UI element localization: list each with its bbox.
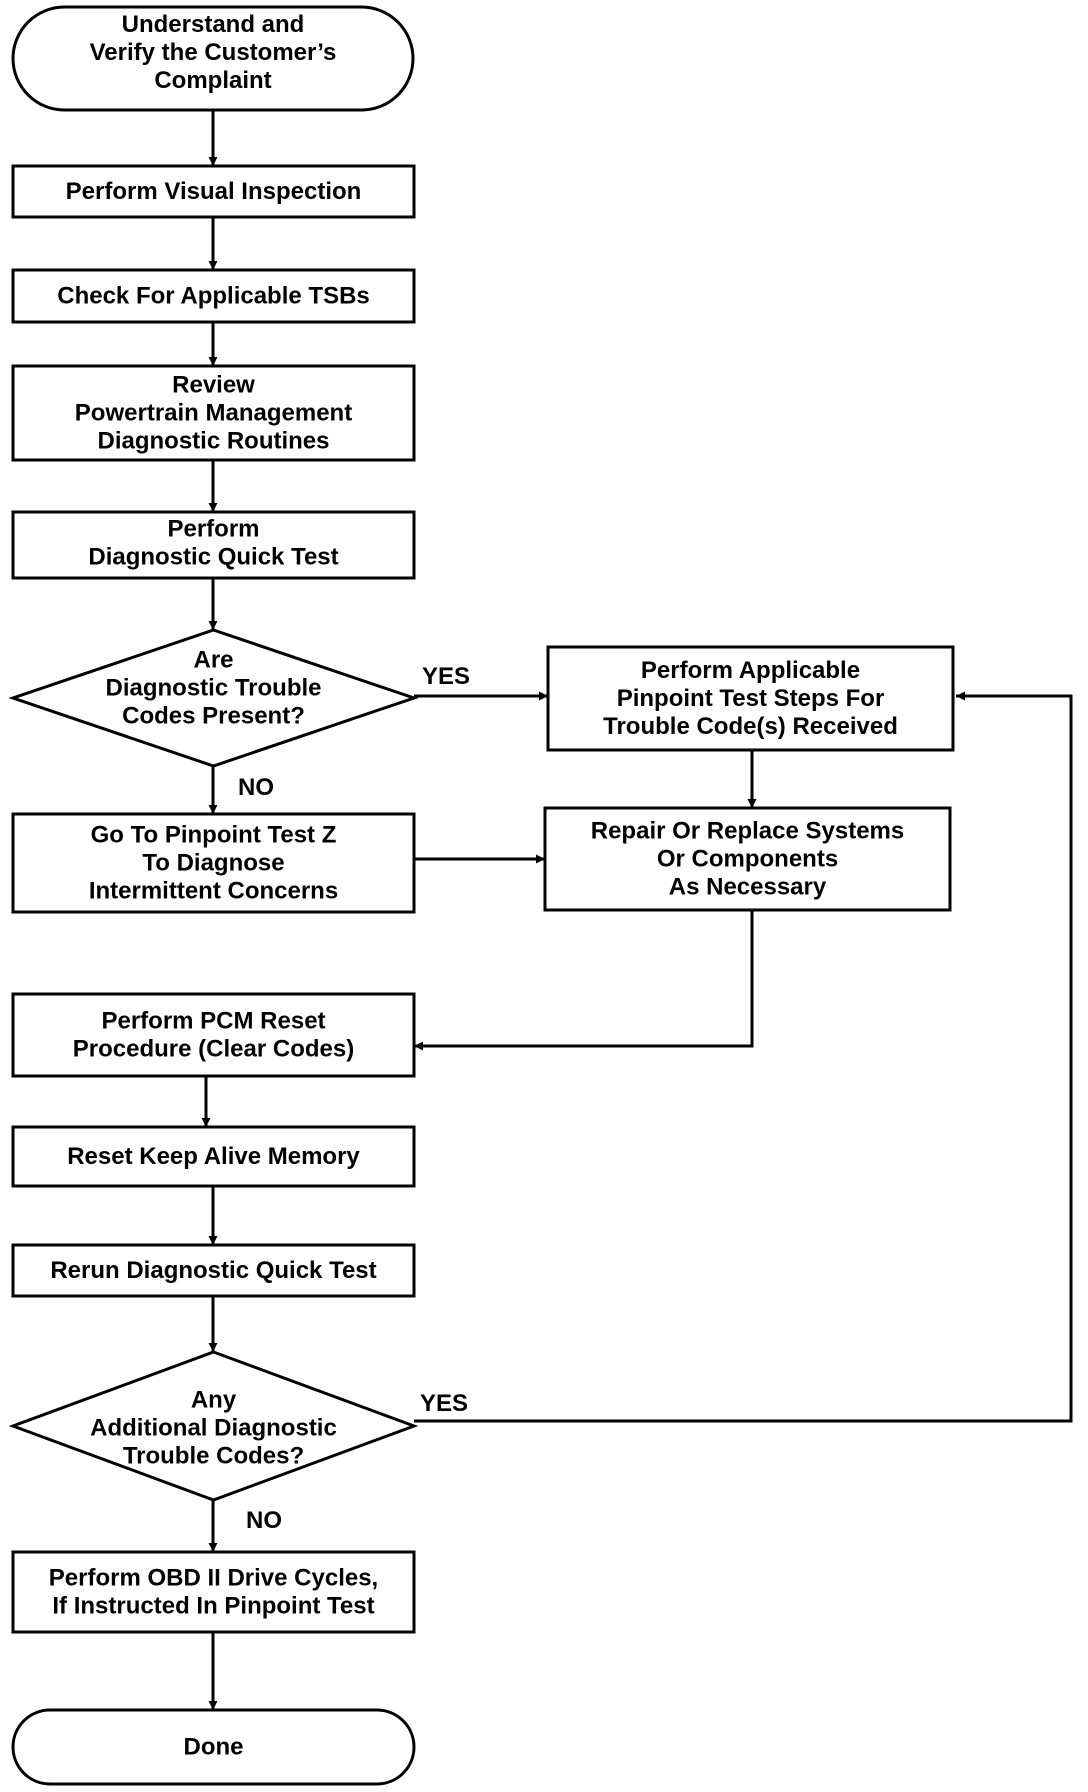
label-additional-yes: YES bbox=[420, 1390, 468, 1417]
done-terminal-shape bbox=[11, 1708, 416, 1786]
pinpoint-label-line: Pinpoint Test Steps For bbox=[617, 685, 885, 712]
quicktest-label-line: Diagnostic Quick Test bbox=[88, 544, 338, 571]
testz-process-shape bbox=[11, 812, 416, 914]
repair-label-line: Or Components bbox=[657, 846, 838, 873]
review-label-line: Diagnostic Routines bbox=[97, 428, 329, 455]
start-label-line: Understand and bbox=[122, 11, 305, 38]
rerun-label-line: Rerun Diagnostic Quick Test bbox=[50, 1257, 376, 1284]
connector-layer bbox=[201, 110, 1073, 1710]
additional-label-line: Additional Diagnostic bbox=[90, 1415, 337, 1442]
rerun-process-shape bbox=[11, 1243, 416, 1298]
arrow-additional-yes-to-pinpoint bbox=[414, 691, 1073, 1423]
testz-label-line: Go To Pinpoint Test Z bbox=[91, 822, 337, 849]
obd-process-shape bbox=[11, 1550, 416, 1634]
quicktest-process-shape bbox=[11, 510, 416, 580]
review-process-shape bbox=[11, 364, 416, 462]
pinpoint-label-line: Perform Applicable bbox=[641, 657, 860, 684]
repair-label-line: Repair Or Replace Systems bbox=[591, 818, 905, 845]
edge-label-layer: YES NO YES NO bbox=[238, 663, 470, 1534]
dtc-label-line: Diagnostic Trouble bbox=[105, 675, 321, 702]
visual-label-line: Perform Visual Inspection bbox=[66, 178, 362, 205]
quicktest-label-line: Perform bbox=[167, 516, 259, 543]
pinpoint-label-line: Trouble Code(s) Received bbox=[603, 713, 898, 740]
repair-label-line: As Necessary bbox=[669, 874, 827, 901]
dtc-label-line: Are bbox=[193, 647, 233, 674]
kam-label-line: Reset Keep Alive Memory bbox=[67, 1143, 360, 1170]
label-additional-no: NO bbox=[246, 1507, 282, 1534]
label-dtc-no: NO bbox=[238, 774, 274, 801]
node-done: Done bbox=[11, 1708, 416, 1786]
start-label-line: Verify the Customer’s bbox=[90, 39, 337, 66]
pcmreset-process-shape bbox=[11, 992, 416, 1078]
review-label-line: Powertrain Management bbox=[75, 400, 352, 427]
pcmreset-label-line: Perform PCM Reset bbox=[101, 1008, 325, 1035]
node-visual: Perform Visual Inspection bbox=[11, 164, 416, 219]
pinpoint-process-shape bbox=[546, 645, 955, 752]
node-obd: Perform OBD II Drive Cycles,If Instructe… bbox=[11, 1550, 416, 1634]
node-kam: Reset Keep Alive Memory bbox=[11, 1125, 416, 1188]
start-terminal-shape bbox=[11, 5, 415, 112]
repair-process-shape bbox=[543, 806, 952, 912]
node-tsb: Check For Applicable TSBs bbox=[11, 268, 416, 324]
arrow-repair-to-pcmreset bbox=[414, 910, 754, 1051]
additional-label-line: Any bbox=[191, 1387, 237, 1414]
node-testz: Go To Pinpoint Test ZTo DiagnoseIntermit… bbox=[11, 812, 416, 914]
visual-process-shape bbox=[11, 164, 416, 219]
dtc-label-line: Codes Present? bbox=[122, 703, 305, 730]
label-dtc-yes: YES bbox=[422, 663, 470, 690]
done-label-line: Done bbox=[184, 1734, 244, 1761]
tsb-label-line: Check For Applicable TSBs bbox=[57, 283, 370, 310]
kam-process-shape bbox=[11, 1125, 416, 1188]
dtc-decision-shape bbox=[8, 628, 419, 768]
testz-label-line: To Diagnose bbox=[142, 850, 284, 877]
node-rerun: Rerun Diagnostic Quick Test bbox=[11, 1243, 416, 1298]
obd-label-line: Perform OBD II Drive Cycles, bbox=[49, 1565, 378, 1592]
testz-label-line: Intermittent Concerns bbox=[89, 878, 338, 905]
additional-decision-shape bbox=[8, 1350, 419, 1502]
tsb-process-shape bbox=[11, 268, 416, 324]
additional-label-line: Trouble Codes? bbox=[123, 1443, 304, 1470]
obd-label-line: If Instructed In Pinpoint Test bbox=[52, 1593, 374, 1620]
review-label-line: Review bbox=[172, 372, 255, 399]
pcmreset-label-line: Procedure (Clear Codes) bbox=[73, 1036, 354, 1063]
start-label-line: Complaint bbox=[154, 67, 271, 94]
